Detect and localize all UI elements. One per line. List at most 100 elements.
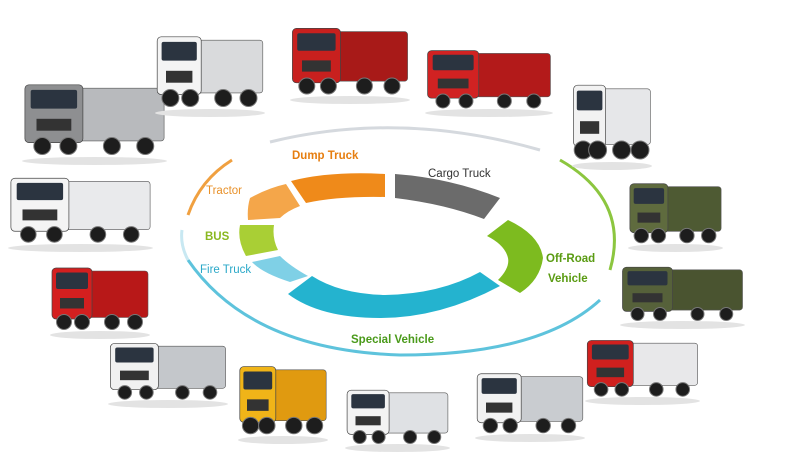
tractor-unit-gray-wheel	[136, 137, 155, 155]
tanker-semi-red-body	[628, 342, 699, 386]
label-bus: BUS	[205, 231, 230, 243]
box-truck-white-wheel	[630, 140, 650, 160]
label-tractor: Tractor	[206, 185, 242, 197]
sweeper-truck-white-shadow	[345, 444, 450, 452]
dump-truck-red-body	[335, 31, 408, 82]
box-truck-white-grille	[580, 121, 600, 134]
dump-truck-white	[155, 36, 265, 117]
military-truck-green-wheel	[690, 307, 705, 321]
tanker-semi-red-grille	[596, 367, 625, 378]
fuel-tanker-white-shadow	[475, 434, 585, 442]
sweeper-truck-white-wheel	[427, 430, 442, 444]
segment-dump-truck[interactable]	[291, 173, 385, 203]
bus-white-shadow	[8, 244, 153, 252]
tractor-unit-gray	[22, 84, 167, 165]
aerial-work-truck-yellow-body	[271, 369, 327, 421]
sweeper-truck-white-wheel	[371, 430, 386, 444]
tanker-semi-red-shadow	[585, 397, 700, 405]
tractor-unit-gray-body	[76, 87, 165, 142]
box-truck-white-windshield	[576, 90, 603, 111]
armored-vehicle-green-wheel	[679, 227, 695, 244]
tanker-semi-red-windshield	[591, 344, 629, 360]
military-truck-green	[620, 266, 745, 329]
dump-truck-white-grille	[166, 70, 193, 83]
fuel-tanker-white-wheel	[482, 417, 499, 434]
military-truck-green-wheel	[653, 307, 667, 321]
dump-truck-red-wheel	[355, 77, 373, 95]
dump-truck-red-grille	[302, 60, 331, 72]
cargo-truck-red-body	[473, 53, 551, 98]
bus-white-wheel	[46, 226, 63, 243]
cargo-truck-red-shadow	[425, 109, 553, 117]
aerial-work-truck-yellow-wheel	[241, 416, 260, 435]
fire-truck-red-wheel	[74, 314, 90, 330]
mixer-truck-white-wheel	[117, 385, 133, 400]
mixer-truck-white-grille	[120, 370, 149, 381]
segment-bus[interactable]	[239, 225, 278, 256]
bus-white-windshield	[16, 182, 64, 201]
segment-cargo-truck[interactable]	[395, 174, 500, 219]
dump-truck-red-windshield	[297, 33, 336, 51]
dump-truck-white-windshield	[161, 41, 197, 61]
fuel-tanker-white-windshield	[481, 378, 517, 394]
label-off-road-line1: Off-Road	[546, 253, 595, 265]
sweeper-truck-white-wheel	[352, 430, 367, 444]
outer-ring-arc-green	[559, 158, 616, 271]
outer-ring-arc-gray	[269, 126, 541, 152]
bus-white-wheel	[122, 226, 140, 243]
segment-fire-truck[interactable]	[252, 256, 308, 282]
armored-vehicle-green-shadow	[628, 244, 723, 252]
box-truck-white-wheel	[612, 140, 632, 160]
segment-special-vehicle[interactable]	[288, 272, 500, 318]
mixer-truck-white-wheel	[175, 385, 190, 400]
sweeper-truck-white-wheel	[403, 430, 418, 444]
tractor-unit-gray-shadow	[22, 157, 167, 165]
mixer-truck-white	[108, 343, 228, 408]
fuel-tanker-white-body	[516, 376, 584, 422]
armored-vehicle-green-body	[663, 186, 722, 232]
tanker-semi-red-wheel	[649, 382, 664, 397]
cargo-truck-red-wheel	[526, 93, 542, 109]
fire-truck-red-wheel	[56, 314, 72, 330]
tanker-semi-red-wheel	[593, 382, 609, 397]
fire-truck-red-wheel	[104, 314, 120, 330]
mixer-truck-white-shadow	[108, 400, 228, 408]
label-fire-truck: Fire Truck	[200, 264, 251, 276]
dump-truck-white-wheel	[181, 89, 200, 107]
tanker-semi-red-wheel	[614, 382, 630, 397]
dump-truck-white-wheel	[161, 89, 180, 107]
box-truck-white-wheel	[588, 140, 608, 160]
armored-vehicle-green	[628, 183, 723, 252]
label-special-vehicle: Special Vehicle	[351, 334, 434, 346]
armored-vehicle-green-wheel	[701, 227, 717, 244]
military-truck-green-wheel	[719, 307, 734, 321]
dump-truck-red-wheel	[298, 77, 316, 95]
aerial-work-truck-yellow-wheel	[258, 416, 276, 435]
dump-truck-white-wheel	[239, 89, 258, 107]
label-cargo-truck: Cargo Truck	[428, 168, 491, 180]
mixer-truck-white-windshield	[115, 347, 154, 363]
tractor-unit-gray-wheel	[102, 137, 121, 155]
dump-truck-white-shadow	[155, 109, 265, 117]
bus-white-grille	[22, 209, 58, 221]
tractor-unit-gray-wheel	[59, 137, 78, 155]
outer-ring-arc-cyan	[186, 259, 602, 357]
dump-truck-red-wheel	[319, 77, 337, 95]
cargo-truck-red-wheel	[458, 93, 474, 109]
cargo-truck-red	[425, 50, 553, 117]
dump-truck-red-shadow	[290, 96, 410, 104]
fuel-tanker-white-grille	[486, 402, 513, 413]
cargo-truck-red-wheel	[496, 93, 512, 109]
segment-tractor[interactable]	[247, 184, 300, 220]
armored-vehicle-green-windshield	[633, 188, 665, 204]
fuel-tanker-white	[475, 373, 585, 442]
aerial-work-truck-yellow-grille	[247, 399, 269, 411]
tractor-unit-gray-grille	[36, 118, 72, 131]
segment-off-road[interactable]	[487, 220, 543, 293]
dump-truck-white-body	[196, 39, 264, 94]
tractor-unit-gray-wheel	[33, 137, 52, 155]
sweeper-truck-white	[345, 389, 450, 452]
tanker-semi-red	[585, 340, 700, 405]
military-truck-green-wheel	[630, 307, 645, 321]
fire-truck-red-shadow	[50, 331, 150, 339]
